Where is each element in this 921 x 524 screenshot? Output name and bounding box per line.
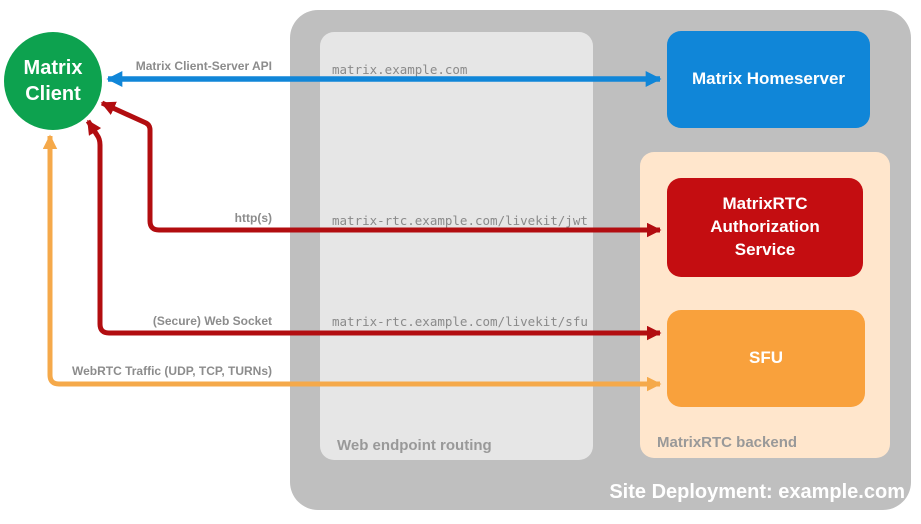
endpoint-sfu-url: matrix-rtc.example.com/livekit/sfu: [332, 314, 588, 329]
node-matrix-homeserver: Matrix Homeserver: [667, 31, 870, 128]
sfu-label: SFU: [749, 348, 783, 368]
label-webrtc-traffic: WebRTC Traffic (UDP, TCP, TURNs): [71, 364, 272, 378]
label-client-server-api: Matrix Client-Server API: [135, 59, 272, 73]
label-https: http(s): [234, 211, 272, 225]
label-web-socket: (Secure) Web Socket: [152, 314, 272, 328]
matrix-client-label-line2: Client: [25, 83, 81, 105]
web-endpoint-routing-caption: Web endpoint routing: [337, 437, 492, 454]
node-sfu: SFU: [667, 310, 865, 407]
node-matrix-client: Matrix Client: [4, 32, 102, 130]
matrix-homeserver-label: Matrix Homeserver: [691, 69, 846, 89]
matrix-client-label-line1: Matrix: [23, 57, 83, 79]
endpoint-auth-url: matrix-rtc.example.com/livekit/jwt: [332, 213, 588, 228]
node-matrixrtc-authorization-service: MatrixRTC Authorization Service: [667, 178, 863, 277]
matrixrtc-backend-caption: MatrixRTC backend: [657, 434, 798, 451]
auth-service-label: MatrixRTC Authorization Service: [710, 194, 820, 259]
web-endpoint-routing-container: [320, 32, 593, 460]
site-deployment-caption: Site Deployment: example.com: [609, 481, 905, 503]
endpoint-homeserver-url: matrix.example.com: [332, 62, 468, 77]
